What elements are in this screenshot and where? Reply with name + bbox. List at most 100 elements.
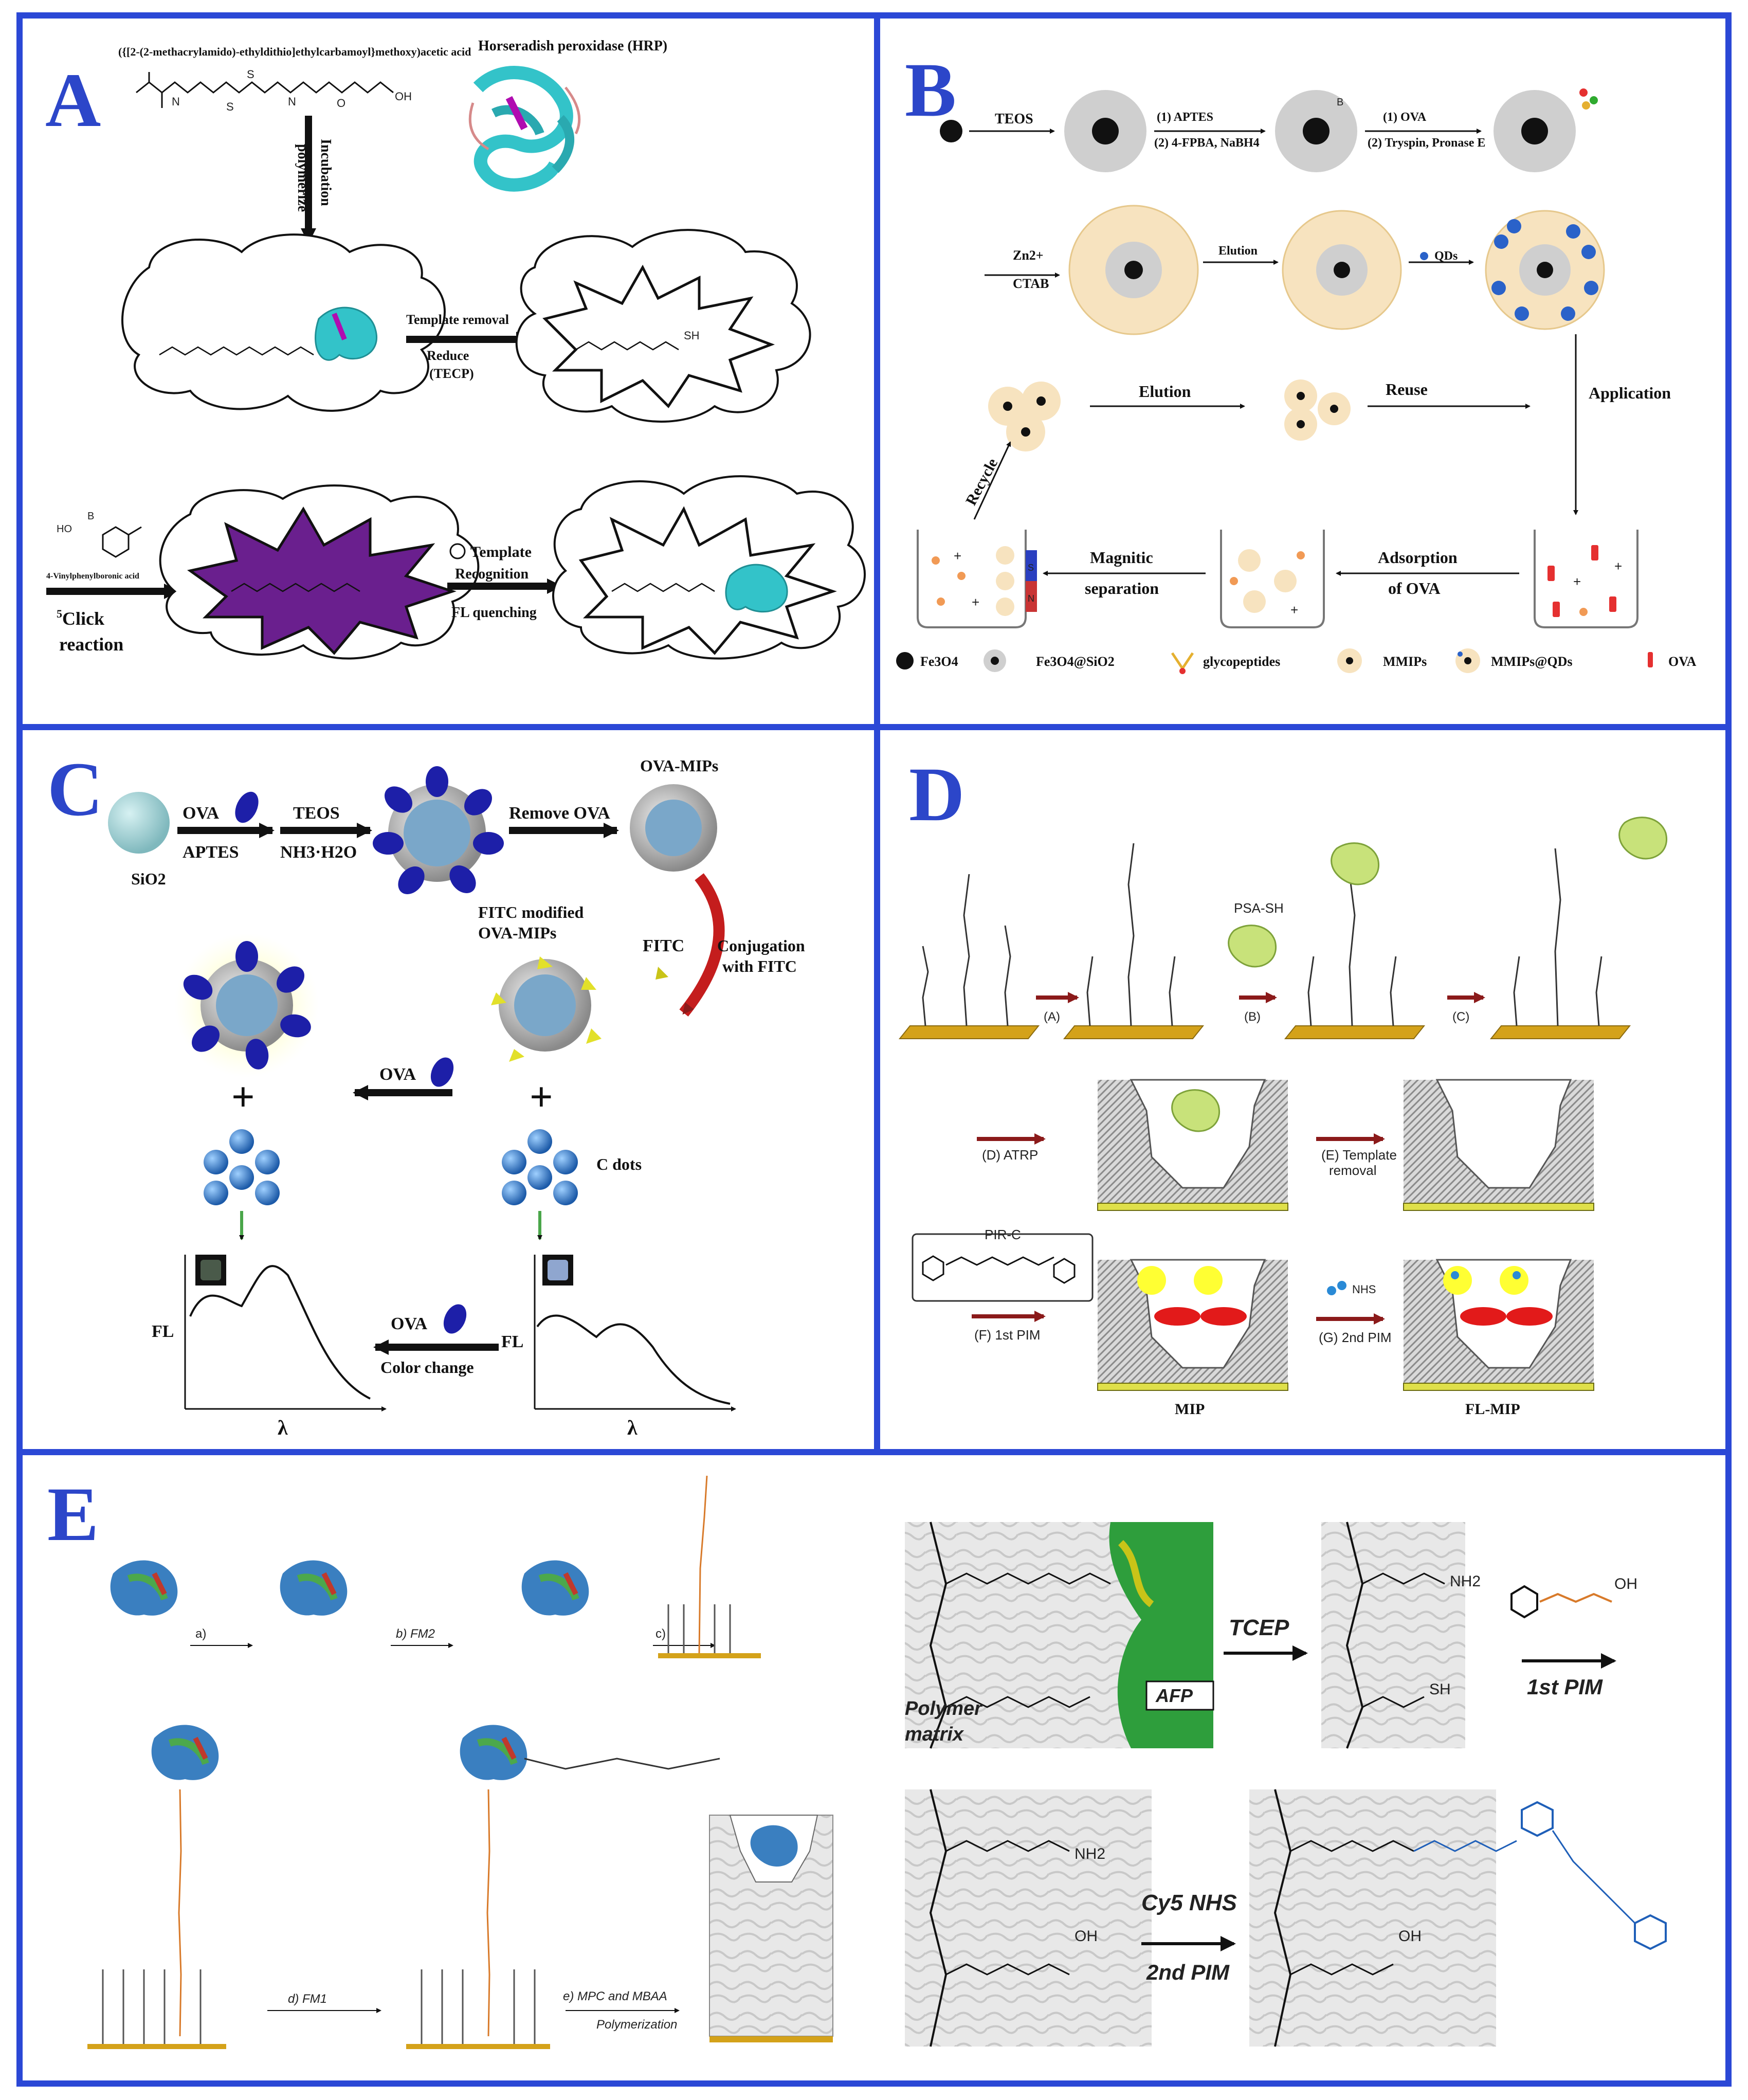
fe3o4-core xyxy=(940,120,962,142)
plus-left: + xyxy=(231,1075,255,1120)
psa-protein-1 xyxy=(1228,925,1277,968)
step-c-e: c) xyxy=(656,1627,666,1641)
cdots-right xyxy=(502,1129,578,1205)
mip-label: MIP xyxy=(1175,1401,1205,1418)
lambda-left: λ xyxy=(278,1416,288,1439)
zn-label: Zn2+ xyxy=(1013,248,1044,263)
e-pim1-reagent: OH xyxy=(1510,1576,1637,1619)
afp-label: AFP xyxy=(1155,1685,1193,1706)
ova-coated-sphere xyxy=(373,766,504,894)
legend-glycopeptides: glycopeptides xyxy=(1203,654,1280,669)
beaker-mixture: + xyxy=(1220,530,1325,628)
star-cavity-1 xyxy=(542,264,775,408)
e-protein-2 xyxy=(280,1560,348,1616)
template-removal-d2: removal xyxy=(1329,1163,1376,1178)
panel-c-label: C xyxy=(47,747,103,832)
svg-text:OH: OH xyxy=(395,90,412,103)
psa-label: PSA-SH xyxy=(1234,900,1284,916)
step-b-e: b) FM2 xyxy=(396,1627,435,1641)
sh-label: SH xyxy=(684,329,700,342)
cdots-left xyxy=(204,1129,280,1205)
panel-a-label: A xyxy=(45,58,101,143)
svg-text:+: + xyxy=(1290,602,1298,618)
glowing-ova-sphere xyxy=(175,933,319,1077)
svg-text:+: + xyxy=(972,594,979,610)
fitc-modified-label: FITC modified xyxy=(478,903,584,921)
fl-plot-left: FL λ xyxy=(152,1255,387,1439)
legend-mmips-qds: MMIPs@QDs xyxy=(1491,654,1573,669)
svg-text:S: S xyxy=(1028,563,1034,573)
nh2-label-2: NH2 xyxy=(1075,1845,1105,1862)
step2a-label: (1) OVA xyxy=(1383,111,1427,124)
qds-label: QDs xyxy=(1434,249,1458,263)
flmip-label: FL-MIP xyxy=(1465,1401,1520,1418)
atrp-label: (D) ATRP xyxy=(982,1147,1038,1163)
panel-d-label: D xyxy=(909,752,965,837)
sio2-label: SiO2 xyxy=(131,870,166,888)
fl-plot-right: FL λ xyxy=(501,1255,736,1439)
vinyl-label: 4-Vinylphenylboronic acid xyxy=(46,572,139,581)
remove-ova-label: Remove OVA xyxy=(509,804,610,823)
step2b-label: (2) Tryspin, Pronase E xyxy=(1368,136,1485,150)
oh-label-2: OH xyxy=(1075,1928,1098,1945)
step-e2-e: Polymerization xyxy=(596,2018,677,2032)
ova-mips-sphere xyxy=(630,784,717,872)
oh-label-1: OH xyxy=(1614,1576,1637,1592)
e-before-cy5: NH2 OH xyxy=(905,1789,1152,2047)
e-polymer-cavity xyxy=(709,1815,833,2042)
svg-text:+: + xyxy=(954,548,961,564)
tcep-label: TCEP xyxy=(1229,1615,1289,1640)
svg-text:+: + xyxy=(1614,558,1622,574)
teos-label: TEOS xyxy=(995,111,1033,127)
pirc-box: PIR-C xyxy=(912,1227,1094,1302)
mip-block-4 xyxy=(1403,1259,1594,1391)
legend-mmips: MMIPs xyxy=(1383,654,1427,669)
polymerize-label: polymerize xyxy=(295,144,311,212)
legend-fe3o4: Fe3O4 xyxy=(920,654,958,669)
monomer-name: ({[2-(2-methacrylamido)-ethyldithio]ethy… xyxy=(118,45,471,58)
fl-axis-right: FL xyxy=(501,1332,523,1351)
mip-block-3 xyxy=(1097,1259,1288,1391)
cdots-label: C dots xyxy=(596,1155,642,1173)
mip-block-2 xyxy=(1403,1079,1594,1211)
fitc-label: FITC xyxy=(643,936,684,955)
legend-ova: OVA xyxy=(1668,654,1697,669)
substrate-4 xyxy=(1489,817,1668,1039)
pim2-d-label: (G) 2nd PIM xyxy=(1319,1330,1392,1345)
step1a-label: (1) APTES xyxy=(1157,111,1213,124)
tecp-label: (TECP) xyxy=(429,366,474,381)
panel-d-content: (A) PSA-SH (B) (C) xyxy=(898,817,1668,1418)
polymer-label: Polymer xyxy=(905,1698,983,1719)
reduce-label: Reduce xyxy=(427,348,469,363)
step-c-label: (C) xyxy=(1452,1010,1469,1024)
template-removal-d1: (E) Template xyxy=(1321,1147,1397,1163)
step1b-label: (2) 4-FPBA, NaBH4 xyxy=(1154,136,1260,150)
ctab-label: CTAB xyxy=(1013,276,1049,291)
nh3-label: NH3·H2O xyxy=(280,843,357,862)
hrp-label: Horseradish peroxidase (HRP) xyxy=(478,38,667,54)
e-protein-1 xyxy=(110,1560,178,1616)
e-after-cy5: OH xyxy=(1249,1789,1667,2047)
of-ova-label: of OVA xyxy=(1388,579,1441,598)
fitc-ovamips-label: OVA-MIPs xyxy=(478,924,556,942)
panel-e-label: E xyxy=(47,1472,99,1557)
fl-quench-label: FL quenching xyxy=(451,605,537,621)
e-protein-3 xyxy=(521,1560,589,1616)
adsorption-label: Adsorption xyxy=(1378,548,1458,567)
elution2-label: Elution xyxy=(1139,382,1191,401)
plus-right: + xyxy=(530,1075,553,1120)
beaker-sample: ++ xyxy=(1534,530,1638,628)
svg-text:B: B xyxy=(87,511,94,522)
ovamips-label: OVA-MIPs xyxy=(640,756,718,775)
e-after-tcep: NH2 SH xyxy=(1321,1522,1481,1749)
e-brush-bottom-2 xyxy=(406,1969,550,2049)
substrate-2 xyxy=(1063,843,1205,1039)
click-label: 5Click xyxy=(57,607,104,629)
conjugation-label: Conjugation xyxy=(717,936,805,955)
svg-text:HO: HO xyxy=(57,523,72,535)
teos-c-label: TEOS xyxy=(293,804,340,823)
svg-text:N: N xyxy=(1028,593,1034,604)
pirc-label: PIR-C xyxy=(985,1227,1021,1242)
elution1-label: Elution xyxy=(1218,244,1258,258)
step-b-label: (B) xyxy=(1244,1010,1261,1024)
